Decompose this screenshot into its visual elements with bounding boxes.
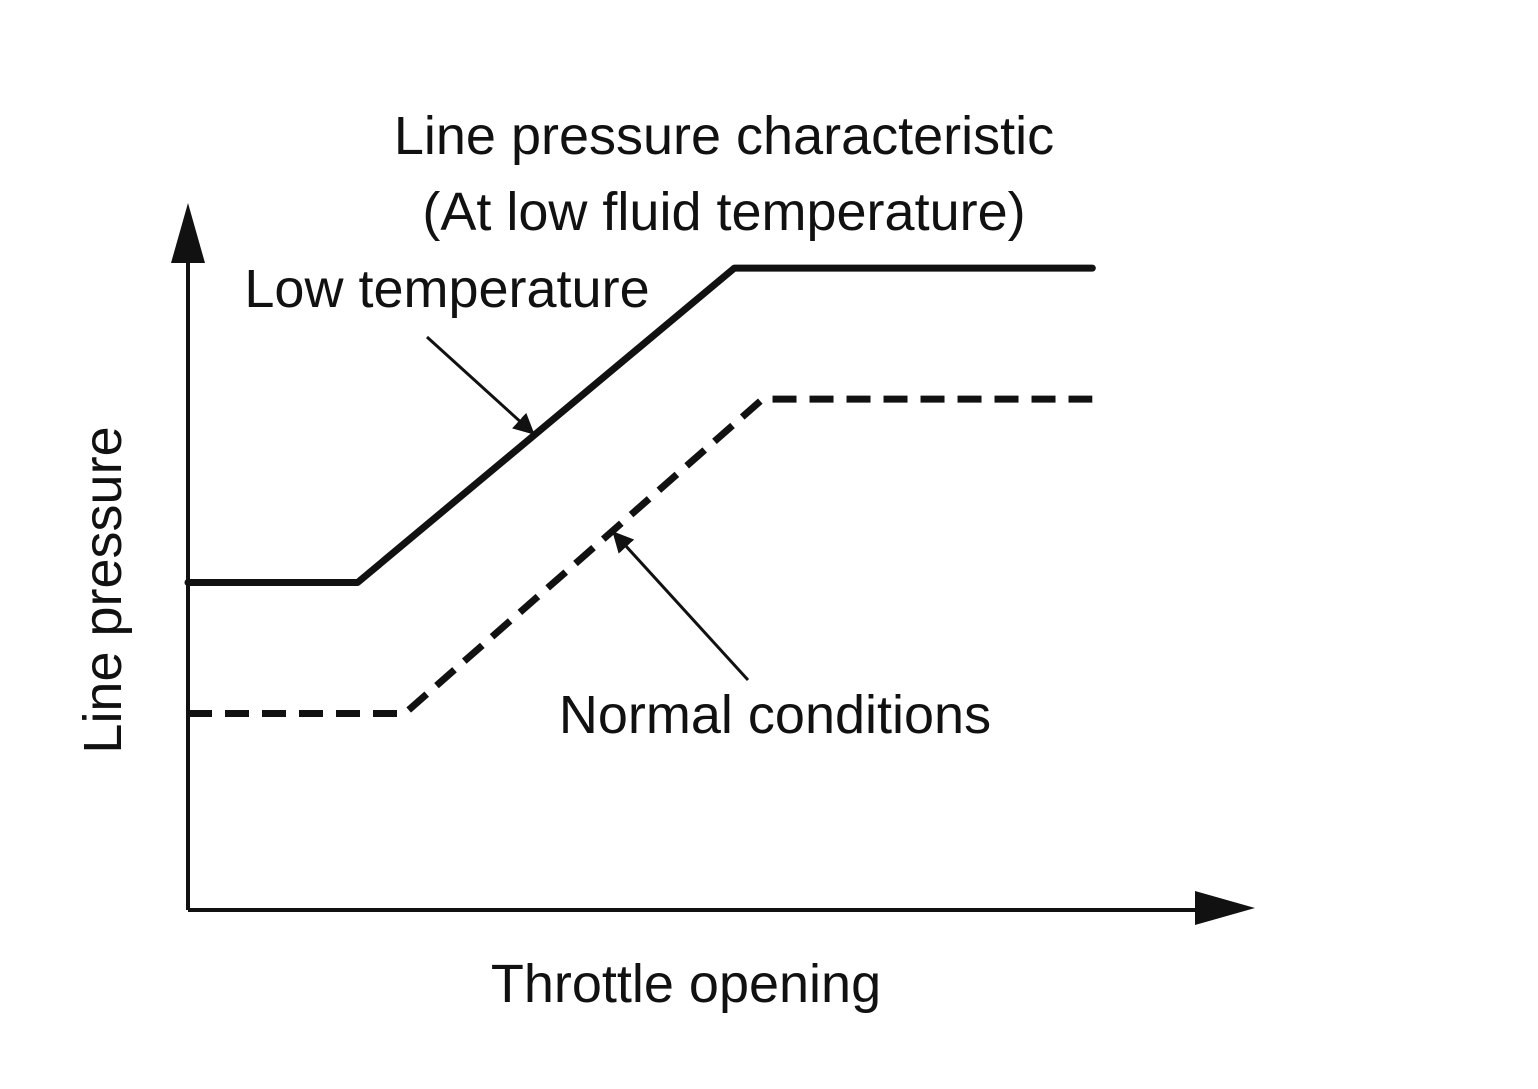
x-axis-arrowhead bbox=[1195, 891, 1255, 925]
callout-label-1: Normal conditions bbox=[559, 685, 991, 745]
series-layer bbox=[184, 264, 1096, 717]
x-axis-label: Throttle opening bbox=[491, 954, 881, 1014]
y-axis-arrowhead bbox=[171, 203, 205, 263]
series-line-0 bbox=[184, 264, 1096, 586]
y-axis-label: Line pressure bbox=[73, 426, 133, 753]
series-line-1 bbox=[188, 395, 1093, 717]
callout-label-0: Low temperature bbox=[244, 259, 649, 319]
chart-subtitle: (At low fluid temperature) bbox=[422, 182, 1025, 242]
callout-arrow-0 bbox=[425, 335, 536, 436]
chart-title: Line pressure characteristic bbox=[394, 106, 1054, 166]
callout-arrow-1 bbox=[611, 530, 750, 682]
